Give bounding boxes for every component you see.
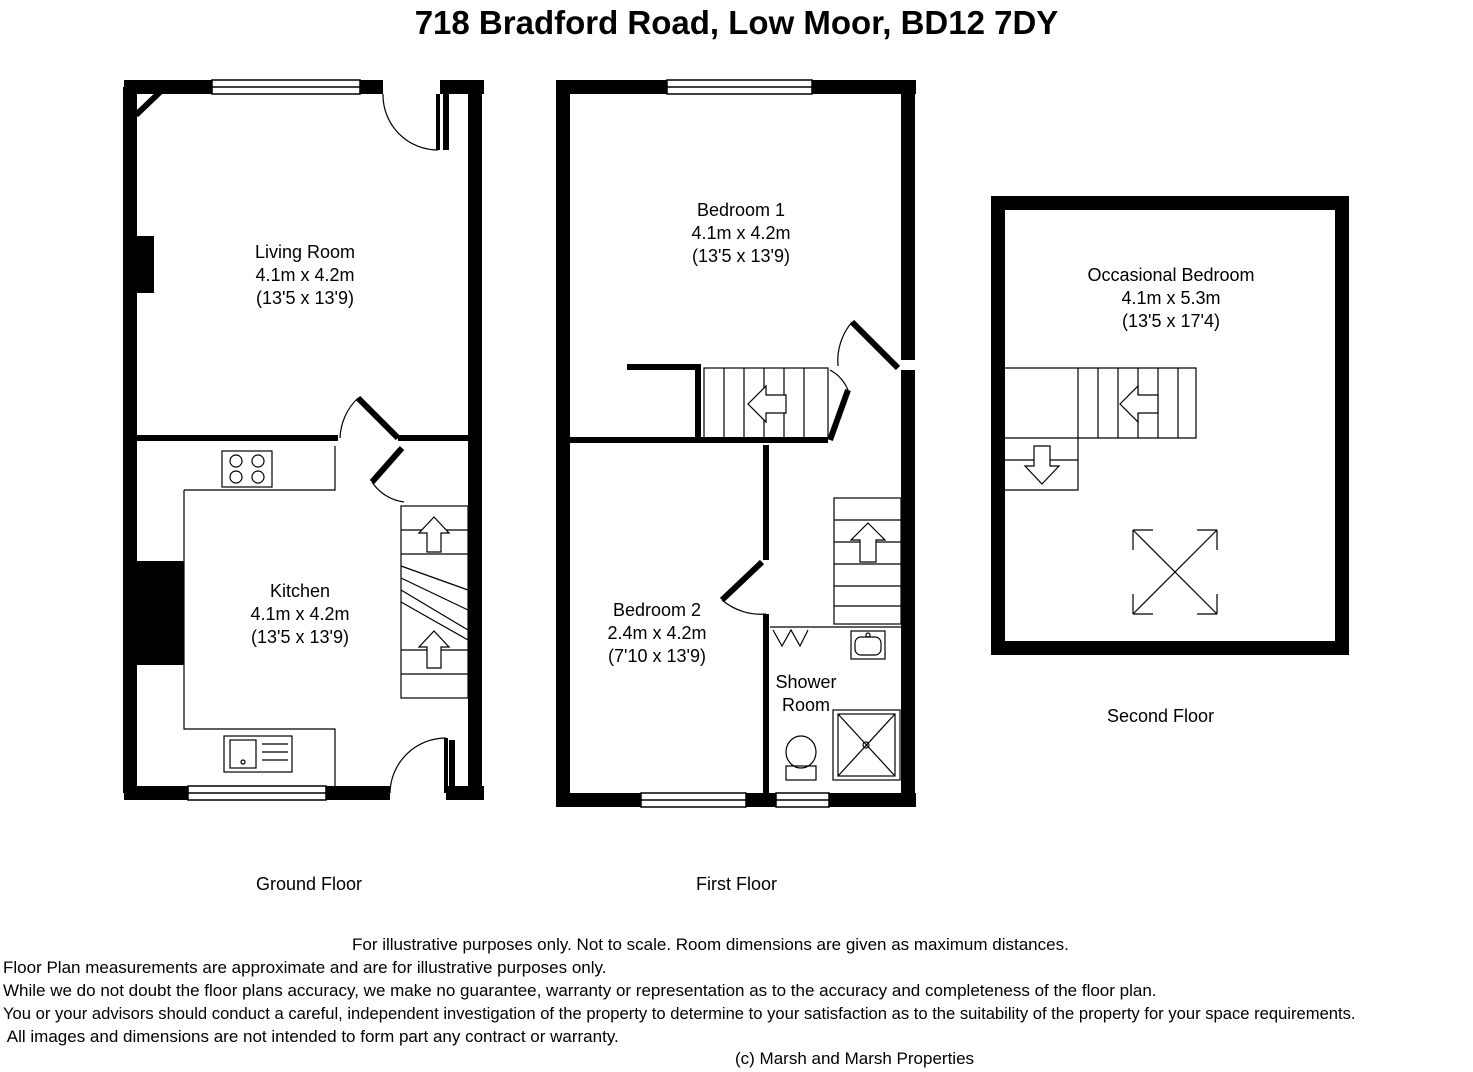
living-kitchen-door [339,395,405,503]
shower-room-name-1: Shower [775,672,837,692]
ground-staircase [400,505,469,699]
bedroom2-window [640,792,747,808]
living-chimney-breast [136,236,154,293]
landing-staircase [833,497,902,625]
skylight-icon [1132,529,1218,615]
page-title: 718 Bradford Road, Low Moor, BD12 7DY [414,4,1059,41]
disclaimer-line-2: Floor Plan measurements are approximate … [3,958,607,977]
first-floor-label: First Floor [696,874,777,894]
living-room-name: Living Room [254,242,356,262]
living-room-imperial: (13'5 x 13'9) [256,288,354,308]
kitchen-chimney-breast [136,561,184,665]
front-door [382,93,440,151]
second-floor-plan [991,196,1349,655]
shower-window [775,792,830,808]
shower-room-name-2: Room [781,695,830,715]
ground-floor-plan [123,79,484,801]
living-room-label: Living Room 4.1m x 4.2m (13'5 x 13'9) [205,241,405,310]
bedroom2-door-swing [721,599,767,615]
second-floor-walls [991,196,1349,655]
landing-wall [627,364,701,440]
kitchen-label: Kitchen 4.1m x 4.2m (13'5 x 13'9) [200,580,400,649]
bedroom2-name: Bedroom 2 [612,600,702,620]
disclaimer-line-3: While we do not doubt the floor plans ac… [3,981,1157,1000]
occasional-bedroom-label: Occasional Bedroom 4.1m x 5.3m (13'5 x 1… [1051,264,1291,333]
shower-room-fittings [770,626,904,781]
bedroom2-metric: 2.4m x 4.2m [607,623,707,643]
bedroom1-metric: 4.1m x 4.2m [691,223,791,243]
sink-icon [223,735,293,773]
copyright-text: (c) Marsh and Marsh Properties [735,1049,975,1068]
first-staircase [703,367,829,439]
kitchen-metric: 4.1m x 4.2m [250,604,350,624]
second-floor-label: Second Floor [1107,706,1215,726]
first-floor-plan [556,79,916,808]
disclaimer-line-1: For illustrative purposes only. Not to s… [352,935,1069,954]
bedroom1-door [837,319,901,371]
bedroom1-label: Bedroom 1 4.1m x 4.2m (13'5 x 13'9) [641,199,841,268]
bedroom2-label: Bedroom 2 2.4m x 4.2m (7'10 x 13'9) [567,599,747,668]
shower-room-label: Shower Room [766,671,846,717]
occasional-bedroom-name: Occasional Bedroom [1087,265,1255,285]
stair-door [827,369,851,442]
disclaimer-line-4: You or your advisors should conduct a ca… [3,1004,1356,1023]
bedroom1-name: Bedroom 1 [696,200,786,220]
disclaimer-line-5: All images and dimensions are not intend… [3,1027,619,1046]
kitchen-name: Kitchen [269,581,331,601]
second-staircase [1005,367,1197,491]
occasional-bedroom-imperial: (13'5 x 17'4) [1122,311,1220,331]
living-room-metric: 4.1m x 4.2m [255,265,355,285]
bedroom2-imperial: (7'10 x 13'9) [608,646,706,666]
kitchen-imperial: (13'5 x 13'9) [251,627,349,647]
living-window [211,79,361,95]
bedroom1-imperial: (13'5 x 13'9) [692,246,790,266]
living-corner-chamfer [133,89,163,118]
bedroom2-door-leaf [719,559,765,603]
bedroom1-window [666,79,813,95]
back-door [389,737,448,794]
occasional-bedroom-metric: 4.1m x 5.3m [1121,288,1221,308]
hob-icon [221,450,273,488]
kitchen-window [187,785,327,801]
ground-floor-label: Ground Floor [256,874,363,894]
